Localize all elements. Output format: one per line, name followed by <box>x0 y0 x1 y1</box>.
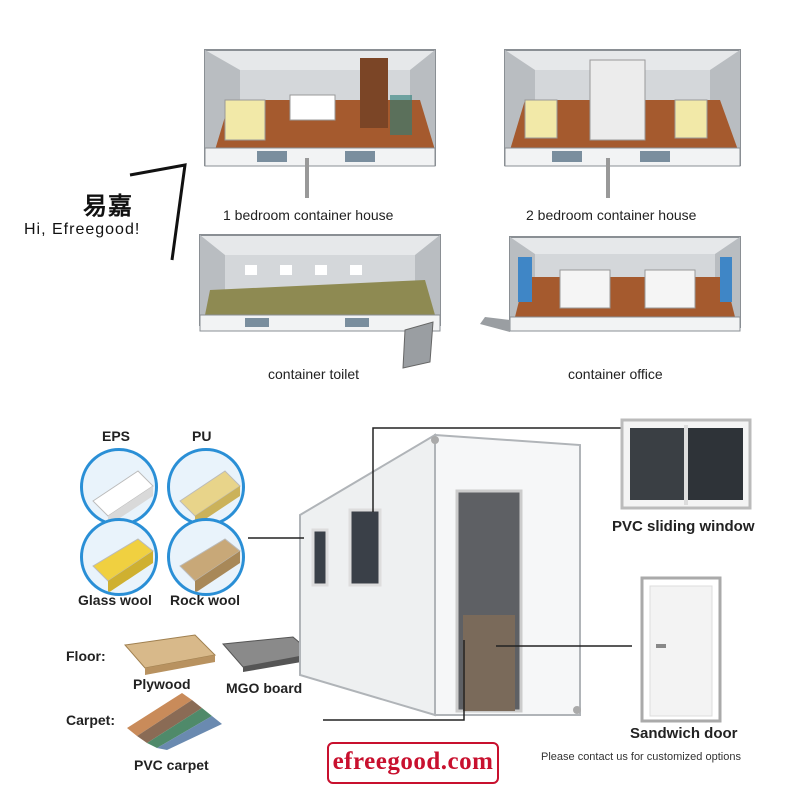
logo-english-text: Hi, Efreegood! <box>24 221 141 238</box>
pvc-carpet-label: PVC carpet <box>134 757 209 773</box>
brand-text: efreegood.com <box>332 748 494 775</box>
contact-note: Please contact us for customized options <box>541 751 741 763</box>
container-toilet-illustration <box>199 234 441 369</box>
one-bedroom-caption: 1 bedroom container house <box>223 207 394 223</box>
one-bedroom-container-illustration <box>204 49 436 198</box>
floor-label: Floor: <box>66 648 106 664</box>
office-caption: container office <box>568 366 663 382</box>
main-container-illustration <box>299 433 581 717</box>
eps-panel-image <box>80 448 158 526</box>
brand-badge: efreegood.com <box>327 742 499 784</box>
plywood-sample-image <box>124 634 217 675</box>
pvc-carpet-samples-image <box>127 693 222 750</box>
eps-label: EPS <box>102 428 131 444</box>
rock-wool-label: Rock wool <box>170 592 241 608</box>
two-bedroom-container-illustration <box>504 49 741 198</box>
pvc-sliding-window-image <box>620 418 752 510</box>
logo-chinese-text: 易嘉 <box>83 193 133 220</box>
toilet-caption: container toilet <box>268 366 360 382</box>
pvc-sliding-window-label: PVC sliding window <box>612 518 755 535</box>
rock-wool-panel-image <box>167 518 245 596</box>
pu-panel-image <box>167 448 245 526</box>
glass-wool-panel-image <box>80 518 158 596</box>
mgo-board-label: MGO board <box>226 680 303 696</box>
plywood-label: Plywood <box>133 676 191 692</box>
sandwich-door-image <box>640 576 722 723</box>
container-office-illustration <box>480 236 741 332</box>
pu-label: PU <box>192 428 212 444</box>
carpet-label: Carpet: <box>66 712 116 728</box>
glass-wool-label: Glass wool <box>78 592 152 608</box>
two-bedroom-caption: 2 bedroom container house <box>526 207 697 223</box>
sandwich-door-label: Sandwich door <box>630 725 738 742</box>
logo-frame-shape <box>129 163 187 261</box>
